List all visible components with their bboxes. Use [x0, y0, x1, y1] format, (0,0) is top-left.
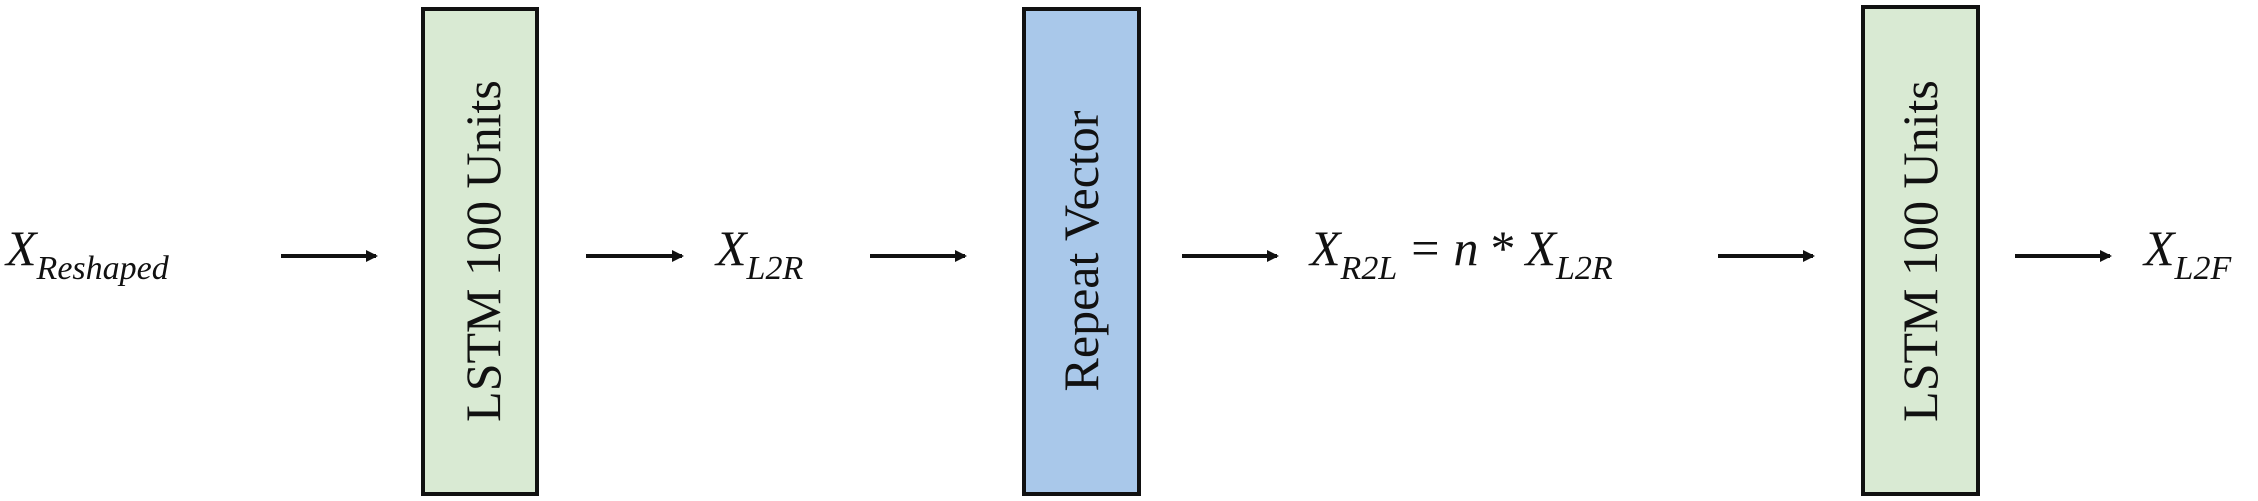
- r2l-lhs-sub: R2L: [1340, 250, 1398, 287]
- output-label-base: X: [2142, 220, 2177, 276]
- r2l-equals: =: [1411, 220, 1439, 276]
- input-label-sub: Reshaped: [36, 250, 170, 287]
- r2l-rhs-sub: L2R: [1555, 250, 1613, 287]
- input-label: XReshaped: [4, 220, 170, 287]
- lstm-block-2-label: LSTM 100 Units: [1892, 80, 1948, 422]
- lstm-block-1: LSTM 100 Units: [421, 7, 539, 496]
- lstm-block-2-box: [1861, 5, 1980, 496]
- l2r-label: XL2R: [714, 220, 803, 287]
- output-label: XL2F: [2142, 220, 2232, 287]
- l2r-label-base: X: [714, 220, 749, 276]
- lstm-block-1-box: [421, 7, 539, 496]
- r2l-n: n: [1453, 220, 1478, 276]
- output-label-sub: L2F: [2174, 250, 2233, 287]
- repeat-vector-label: Repeat Vector: [1053, 110, 1109, 391]
- r2l-rhs-base: X: [1523, 220, 1558, 276]
- r2l-equation: XR2L=n*XL2R: [1308, 220, 1613, 287]
- repeat-vector-block: Repeat Vector: [1022, 7, 1141, 496]
- lstm-block-1-label: LSTM 100 Units: [455, 80, 511, 422]
- r2l-times: *: [1490, 220, 1515, 276]
- input-label-base: X: [4, 220, 39, 276]
- l2r-label-sub: L2R: [746, 250, 804, 287]
- r2l-lhs-base: X: [1308, 220, 1343, 276]
- lstm-block-2: LSTM 100 Units: [1861, 5, 1980, 496]
- repeat-vector-box: [1022, 7, 1141, 496]
